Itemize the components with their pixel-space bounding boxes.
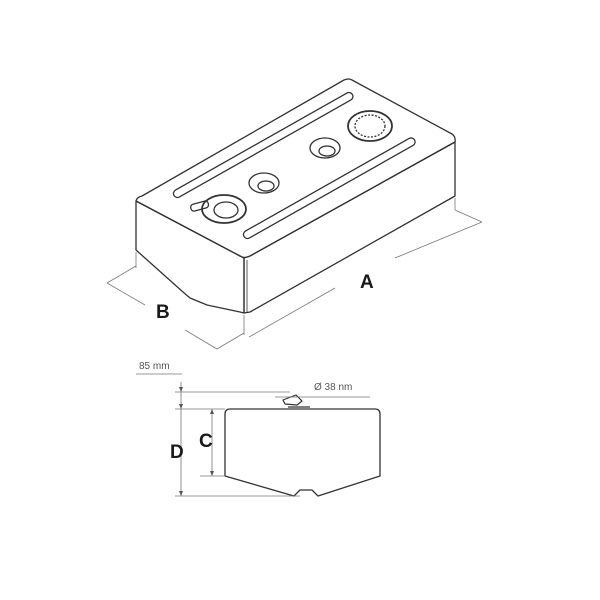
- diameter-label: Ø 38 nm: [314, 382, 353, 393]
- side-profile: [224, 408, 381, 497]
- tank-isometric: [135, 78, 456, 314]
- top-slot: [242, 137, 416, 240]
- vent-hole-inner: [318, 145, 336, 157]
- iso-dimension-lines: [106, 198, 483, 350]
- hose-fitting: [190, 200, 210, 212]
- side-dimension-lines: [136, 373, 370, 497]
- tank-left-face: [135, 200, 245, 314]
- inspection-cap: [347, 110, 393, 142]
- dimension-label-d: D: [170, 442, 184, 463]
- side-fitting: [282, 394, 310, 408]
- offset-label: 85 mm: [139, 361, 170, 372]
- tank-side-view: [224, 394, 381, 497]
- dimension-label-b: B: [156, 302, 170, 323]
- arrowheads: [179, 387, 214, 496]
- dimension-label-c: C: [199, 431, 213, 452]
- tank-front-face: [243, 141, 456, 314]
- vent-hole: [309, 137, 341, 159]
- vent-hole: [248, 172, 280, 194]
- inspection-cap-inner: [354, 114, 386, 138]
- top-slot: [172, 91, 354, 199]
- fuel-fitting-cap: [201, 194, 247, 224]
- dimension-label-a: A: [360, 272, 374, 293]
- fuel-fitting-inner: [213, 201, 239, 219]
- vent-hole-inner: [257, 180, 275, 192]
